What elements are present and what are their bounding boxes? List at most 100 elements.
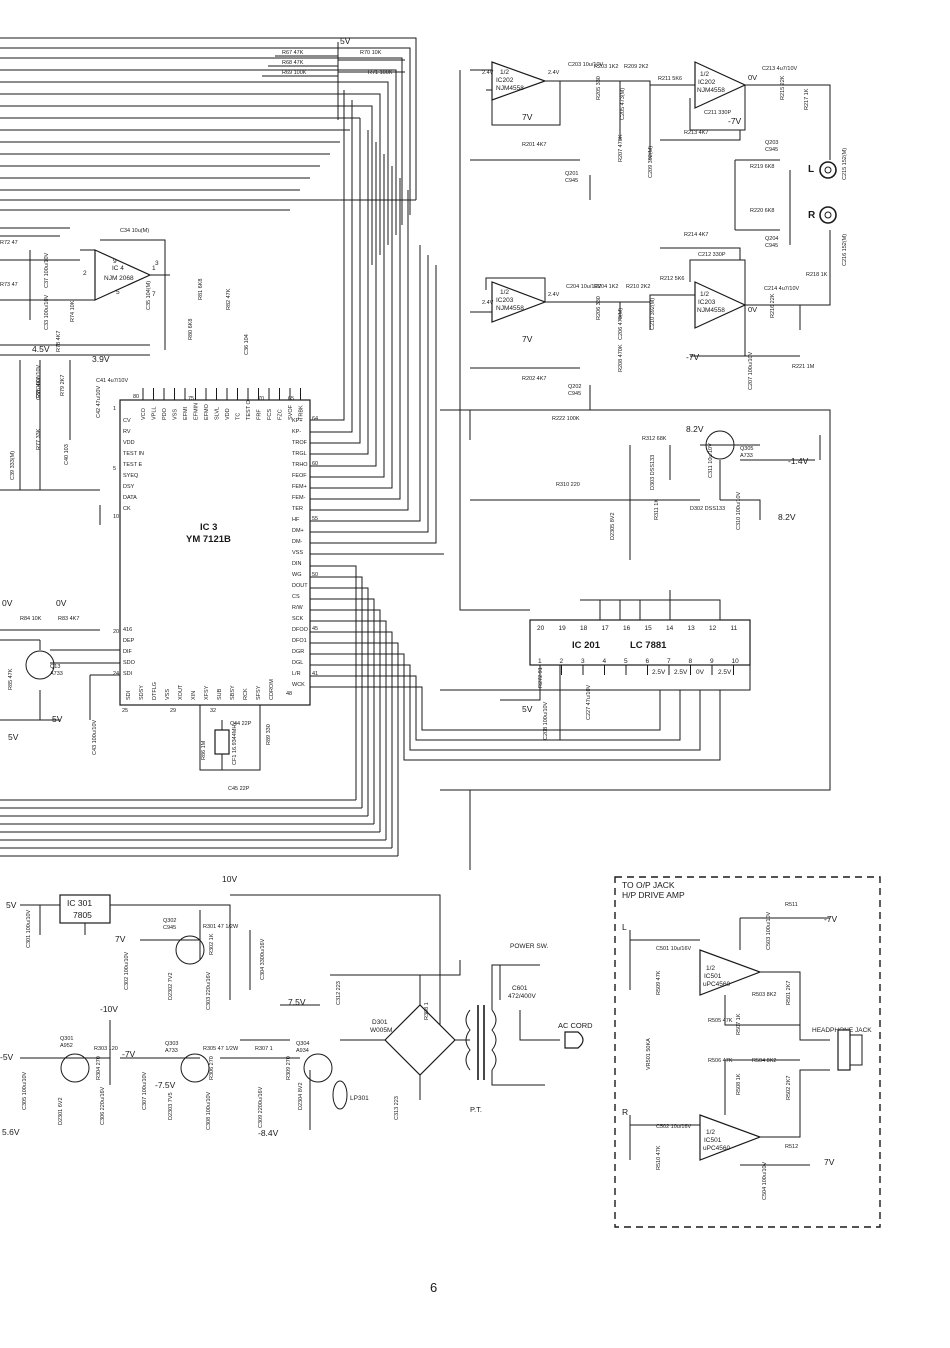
resistor-r272: R272 91 (538, 667, 544, 688)
ic3-pin-dfoo: DFOO (292, 627, 309, 633)
svg-text:IC203: IC203 (496, 297, 514, 304)
ic3-pin-kp-: KP- (292, 429, 301, 435)
ic4-name: IC 4 (112, 265, 124, 272)
resistor-r203: R203 1K2 (594, 64, 618, 70)
svg-text:IC501: IC501 (704, 973, 722, 980)
voltage-rail-label: 0V (2, 598, 13, 608)
diode-d2302: D2302 7V2 (168, 972, 174, 1000)
resistor-r201: R201 4K7 (522, 142, 546, 148)
transistor-q304: Q304 (296, 1041, 309, 1047)
resistor-r79: R79 2K7 (60, 375, 66, 396)
resistor-r307: R307 1 (255, 1046, 273, 1052)
ic3-pin-number: 10 (113, 514, 119, 520)
ic3-pin-pdo: PDO (162, 407, 168, 420)
transistor-q204: Q204 (765, 236, 778, 242)
ic201-pin-19: 19 (559, 625, 567, 632)
capacitor-c37: C37 100u/10V (44, 253, 50, 288)
ic3-pin-number: 50 (312, 572, 318, 578)
voltage-rail-label: 0V (56, 598, 67, 608)
capacitor-c33: C33 100u/10V (44, 295, 50, 330)
ic3-pin-dm-: DM- (292, 539, 303, 545)
ic3-pin-cs: CS (292, 594, 300, 600)
ic3-pin-svof: SVOF (288, 404, 294, 420)
ic3-pin-dtflg: DTFLG (152, 682, 158, 700)
svg-text:7V: 7V (522, 334, 533, 344)
ic3-pin-rck: RCK (243, 688, 249, 700)
svg-text:1/2: 1/2 (700, 71, 709, 78)
capacitor-c307: C307 100u/10V (142, 1071, 148, 1110)
transistor-q301: Q301 (60, 1036, 73, 1042)
ic3-pin-dm-: DM+ (292, 528, 304, 534)
svg-text:uPC4560: uPC4560 (703, 1145, 730, 1152)
ic3-pin-vco: VCO (141, 407, 147, 420)
resistor-r72: R72 47 (0, 240, 18, 246)
ic4-pin: 2 (83, 270, 87, 277)
resistor-r82: R82 47K (226, 288, 232, 310)
diode-d2301: D2301 6V2 (58, 1097, 64, 1125)
ic201-pin-18: 18 (580, 625, 588, 632)
capacitor-c501: C501 10u/16V (656, 946, 691, 952)
capacitor-c309: C309 2200u/16V (258, 1086, 264, 1128)
ic4-pin: 3 (155, 260, 159, 267)
resistor-r301: R301 47 1/2W (203, 924, 239, 930)
resistor-r505: R505 47K (708, 1018, 733, 1024)
capacitor-c39: C39 333(M) (10, 451, 16, 480)
resistor-r213: R213 4K7 (684, 130, 708, 136)
ic3-pin-number: 64 (312, 416, 318, 422)
ic3-pin-wck: WCK (292, 682, 305, 688)
resistor-r212: R212 5K6 (660, 276, 684, 282)
capacitor-cf1: CF1 16.9344MHz (232, 722, 238, 765)
resistor-r208: R208 470K (618, 344, 624, 372)
svg-text:NJM4558: NJM4558 (496, 85, 524, 92)
ic201-pin-5: 5 (624, 658, 628, 665)
ic3-pin-sfsy: SFSY (256, 685, 262, 700)
resistor-r221: R221 1M (792, 364, 815, 370)
ic3-pin-rv: RV (123, 429, 131, 435)
ic4-part: NJM 2068 (104, 275, 134, 282)
capacitor-c34: C34 10u(M) (120, 228, 149, 234)
ic3-pin-number: 32 (210, 708, 216, 714)
resistor-r510: R510 47K (656, 1145, 662, 1170)
ic3-pin-dgr: DGR (292, 649, 304, 655)
capacitor-c36: C36 104 (244, 334, 250, 355)
svg-text:0V: 0V (748, 73, 757, 82)
resistor-r83: R83 4K7 (58, 616, 79, 622)
resistor-r312: R312 68K (642, 436, 667, 442)
ic3-pin-tc: TC (236, 413, 242, 420)
transistor-part: A733 (165, 1048, 178, 1054)
ic3-pin-dep: DEP (123, 638, 135, 644)
voltage-rail-label: -10V (100, 1004, 118, 1014)
ic201-pin-17: 17 (602, 625, 610, 632)
transistor-q201: Q201 (565, 171, 578, 177)
capacitor-c306: C306 220u/16V (100, 1086, 106, 1125)
transistor-part: C945 (765, 147, 778, 153)
ic3-pin-vss: VSS (165, 689, 171, 700)
capacitor-c212: C212 330P (698, 252, 726, 258)
voltage-rail-label: 5V (340, 36, 351, 46)
svg-text:TO O/P JACK: TO O/P JACK (622, 880, 675, 890)
svg-text:H/P DRIVE AMP: H/P DRIVE AMP (622, 890, 685, 900)
voltage-rail-label: -1.4V (788, 456, 809, 466)
svg-text:1/2: 1/2 (700, 291, 709, 298)
ic3-pin-fem-: FEM- (292, 495, 306, 501)
voltage-rail-label: -7.5V (155, 1080, 176, 1090)
svg-text:NJM4558: NJM4558 (697, 307, 725, 314)
ic3-pin-dgl: DGL (292, 660, 303, 666)
transistor-part: C945 (568, 391, 581, 397)
resistor-r506: R506 47K (708, 1058, 733, 1064)
ic3-pin-sdi: SDI (123, 671, 133, 677)
ic3-pin-xfsy: XFSY (204, 685, 210, 700)
transistor-part: C945 (565, 178, 578, 184)
ic3-pin-l-r: L/R (292, 671, 301, 677)
ic3-pin-sdi: SDI (126, 690, 132, 700)
transistor-part: C945 (163, 925, 176, 931)
ic201-pin-16: 16 (623, 625, 631, 632)
ic201-pin-6: 6 (646, 658, 650, 665)
voltage-rail-label: 2.4V (482, 70, 494, 76)
power-supply: IC 301 7805 D301 W005M P.T. POWER SW. C6… (20, 894, 593, 1130)
svg-text:LC 7881: LC 7881 (630, 640, 667, 651)
transistor-q303: Q303 (165, 1041, 178, 1047)
